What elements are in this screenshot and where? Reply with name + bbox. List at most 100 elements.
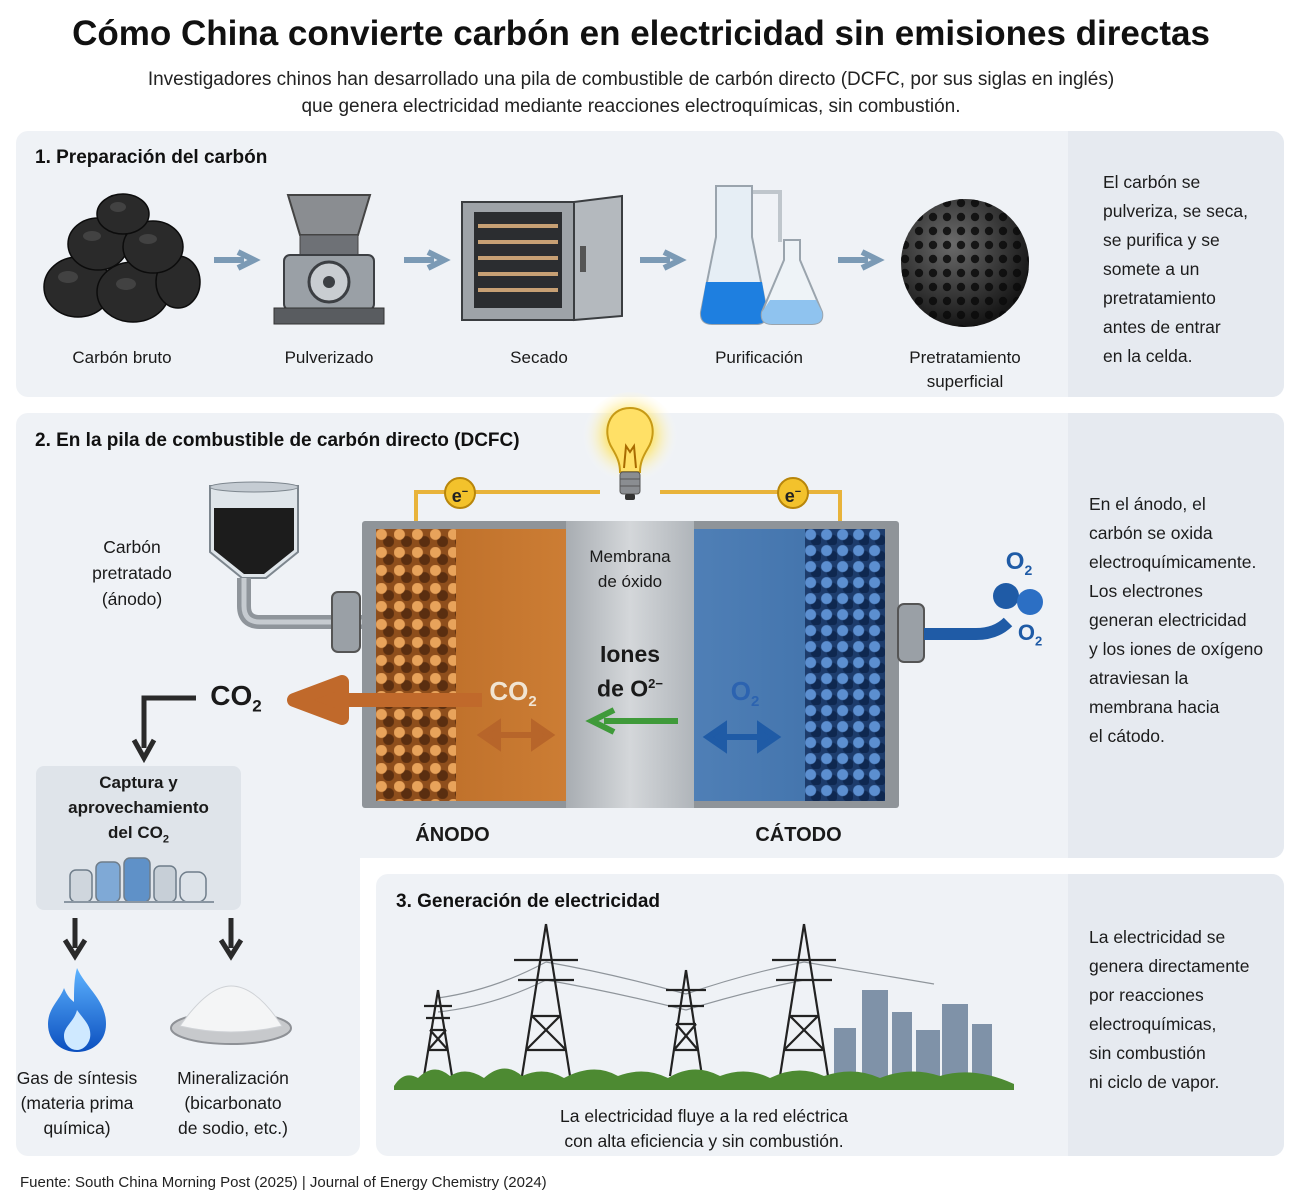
section-1-description: El carbón se pulveriza, se seca, se puri…	[1103, 168, 1248, 371]
step-label-surface-pretreatment: Pretratamiento superficial	[880, 346, 1050, 394]
step-label-dried: Secado	[510, 348, 568, 367]
ion-flow-arrow	[585, 707, 678, 735]
section-3-heading: 3. Generación de electricidad	[396, 891, 660, 912]
co2-output-label: CO2	[210, 680, 262, 716]
flow-arrow-1	[214, 249, 261, 271]
anode-label: ÁNODO	[415, 824, 490, 846]
flow-arrow-2	[404, 249, 451, 271]
subtitle-line-1: Investigadores chinos han desarrollado u…	[147, 69, 1115, 90]
oxygen-ions-label: Iones de O2−	[566, 640, 694, 704]
section-2-heading: 2. En la pila de combustible de carbón d…	[35, 430, 520, 451]
hopper-label-line: (ánodo)	[101, 589, 163, 609]
oxygen-molecule-icon	[993, 583, 1043, 615]
coal-lumps-icon	[43, 193, 201, 323]
arrow-to-syngas	[62, 918, 88, 961]
ions-label-line1: Iones	[599, 641, 661, 667]
drying-oven-icon	[461, 194, 623, 322]
section-1-desc-line: en la celda.	[1103, 346, 1193, 366]
grid-caption-line2: con alta eficiencia y sin combustión.	[564, 1131, 844, 1151]
membrane-label-line: de óxido	[597, 572, 663, 591]
grid-caption: La electricidad fluye a la red eléctrica…	[486, 1104, 922, 1154]
oxide-membrane	[566, 521, 694, 808]
section-3-desc-line: La electricidad se	[1089, 927, 1226, 947]
co2-inside-label: CO2	[489, 676, 537, 711]
page-title: Cómo China convierte carbón en electrici…	[72, 14, 1210, 53]
source-footer: Fuente: South China Morning Post (2025) …	[20, 1174, 547, 1191]
step-label-raw-coal: Carbón bruto	[72, 348, 172, 367]
section-2-description: En el ánodo, el carbón se oxida electroq…	[1089, 490, 1263, 751]
section-1-desc-line: se purifica y se	[1103, 230, 1220, 250]
light-bulb-icon	[582, 392, 678, 500]
capture-label-line: aprovechamiento	[68, 798, 209, 817]
capture-label-line: del CO2	[108, 823, 169, 846]
electron-badge-right: e−	[777, 477, 809, 509]
section-1-heading: 1. Preparación del carbón	[35, 147, 268, 168]
capture-label-line: Captura y	[99, 773, 178, 792]
flame-icon	[48, 968, 106, 1052]
capture-plant-icon	[64, 857, 214, 903]
anode-porous-carbon	[376, 529, 456, 801]
section-3-desc-line: ni ciclo de vapor.	[1089, 1072, 1220, 1092]
section-3-desc-line: sin combustión	[1089, 1043, 1206, 1063]
cathode-porous-layer	[805, 529, 885, 801]
hopper-label-line: Carbón	[103, 537, 161, 557]
section-2-desc-line: generan electricidad	[1089, 610, 1247, 630]
step-label-purified: Purificación	[715, 348, 803, 367]
step-label-pretreatment-line2: superficial	[926, 372, 1004, 391]
cathode-diffusion-arrow	[702, 720, 782, 754]
section-3-desc-line: genera directamente	[1089, 956, 1250, 976]
step-label-pulverized: Pulverizado	[284, 348, 374, 367]
section-1-desc-line: pretratamiento	[1103, 288, 1216, 308]
section-2-desc-line: atraviesan la	[1089, 668, 1189, 688]
section-3-desc-line: por reacciones	[1089, 985, 1204, 1005]
section-2-desc-line: membrana hacia	[1089, 697, 1220, 717]
section-2-desc-line: el cátodo.	[1089, 726, 1165, 746]
mineralization-label-line: (bicarbonato	[184, 1093, 282, 1113]
section-3-description: La electricidad se genera directamente p…	[1089, 923, 1250, 1097]
section-2-desc-line: electroquímicamente.	[1089, 552, 1257, 572]
membrane-label-line: Membrana	[589, 547, 671, 566]
mineralization-label: Mineralización (bicarbonato de sodio, et…	[160, 1066, 306, 1141]
flow-arrow-4	[838, 249, 885, 271]
anode-chamber	[376, 529, 566, 801]
co2-to-capture-arrow	[131, 695, 196, 764]
section-2-desc-line: En el ánodo, el	[1089, 494, 1206, 514]
syngas-label-line: química)	[43, 1118, 111, 1138]
oxygen-inlet-pipe	[897, 603, 1013, 663]
hopper-label: Carbón pretratado (ánodo)	[80, 534, 184, 612]
section-1-side-panel	[1068, 131, 1284, 397]
lab-flasks-icon	[699, 185, 824, 325]
page-subtitle: Investigadores chinos han desarrollado u…	[0, 66, 1262, 120]
salt-pile-icon	[170, 985, 292, 1045]
grinder-icon	[273, 194, 385, 325]
co2-exit-arrow	[287, 675, 482, 725]
oxygen-label-top: O2	[1005, 548, 1033, 578]
grid-caption-line1: La electricidad fluye a la red eléctrica	[560, 1106, 848, 1126]
section-1-desc-line: El carbón se	[1103, 172, 1201, 192]
cell-inlet-flange-left	[331, 591, 361, 653]
section-2-desc-line: carbón se oxida	[1089, 523, 1213, 543]
coal-hopper-icon	[209, 481, 362, 629]
cathode-chamber	[694, 529, 885, 801]
mineralization-label-line: Mineralización	[177, 1068, 289, 1088]
porous-sphere-icon	[901, 199, 1029, 327]
hopper-label-line: pretratado	[92, 563, 172, 583]
oxygen-label-bottom: O2	[1017, 620, 1043, 649]
section-1-desc-line: antes de entrar	[1103, 317, 1221, 337]
syngas-label-line: Gas de síntesis	[16, 1068, 138, 1088]
anode-diffusion-arrow	[476, 718, 556, 752]
membrane-label: Membrana de óxido	[566, 544, 694, 594]
cathode-label: CÁTODO	[755, 824, 842, 846]
section-1-desc-line: pulveriza, se seca,	[1103, 201, 1248, 221]
o2-inside-label: O2	[730, 676, 760, 711]
power-grid-illustration	[394, 923, 1014, 1090]
electron-badge-left: e−	[444, 477, 476, 509]
syngas-label-line: (materia prima	[20, 1093, 134, 1113]
syngas-label: Gas de síntesis (materia prima química)	[4, 1066, 150, 1141]
mineralization-label-line: de sodio, etc.)	[178, 1118, 288, 1138]
section-2-side-panel	[1068, 413, 1284, 858]
co2-capture-label: Captura y aprovechamiento del CO2	[46, 770, 231, 852]
section-3-desc-line: electroquímicas,	[1089, 1014, 1217, 1034]
fuel-cell	[362, 521, 899, 808]
arrow-to-mineralization	[218, 918, 244, 961]
